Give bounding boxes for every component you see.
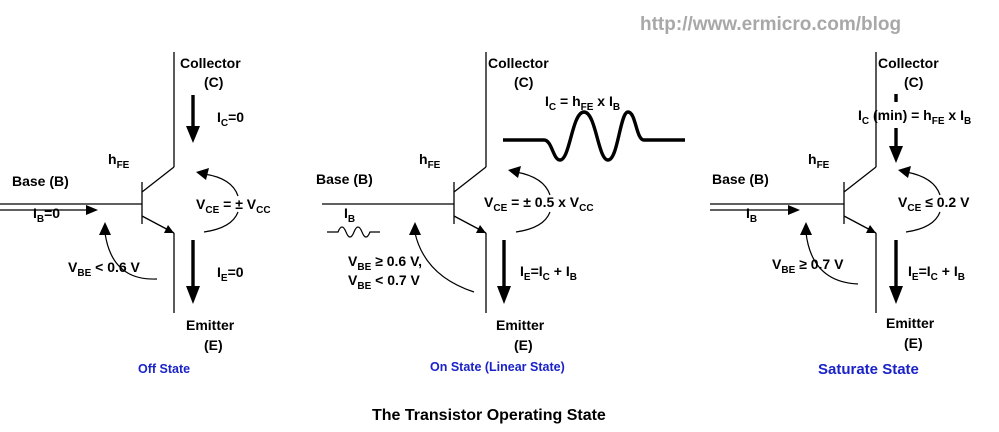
off-state-label: Off State xyxy=(138,362,190,376)
off-vce-arc-low xyxy=(203,211,239,233)
sat-collector-label: Collector xyxy=(878,55,939,71)
on-vbe-arrowhead xyxy=(409,222,421,235)
on-ie-arrowhead xyxy=(497,286,511,304)
sat-collector-short: (C) xyxy=(904,74,923,90)
off-vbe-label: VBE < 0.6 V xyxy=(68,259,141,279)
sat-state-label: Saturate State xyxy=(818,361,919,378)
on-base-label: Base (B) xyxy=(316,171,373,187)
sat-hfe-label: hFE xyxy=(808,151,830,171)
on-vbe-arc xyxy=(414,232,475,293)
on-ic-signal-wave xyxy=(503,110,685,162)
sat-vce-arc-low xyxy=(905,211,941,233)
off-vce-arc xyxy=(203,173,239,197)
sat-vbe-arc xyxy=(805,232,859,285)
off-hfe-label: hFE xyxy=(108,151,130,171)
on-state-panel: Collector (C) IC = hFE x IB hFE Base (B)… xyxy=(316,52,685,374)
on-ib-label: IB xyxy=(344,205,355,225)
on-ib-signal-wave xyxy=(327,226,380,238)
on-emitter-short: (E) xyxy=(514,337,533,353)
off-emitter-short: (E) xyxy=(204,337,223,353)
off-emitter-arrowhead xyxy=(164,225,174,233)
sat-ib-arrowhead xyxy=(788,205,800,215)
sat-vce-arc xyxy=(905,171,941,196)
sat-vce-label: VCE ≤ 0.2 V xyxy=(898,194,970,214)
on-collector-lead xyxy=(453,166,487,193)
on-vce-label: VCE = ± 0.5 x VCC xyxy=(484,194,594,214)
sat-emitter-short: (E) xyxy=(904,335,923,351)
off-ic-label: IC=0 xyxy=(217,109,244,129)
on-ic-formula: IC = hFE x IB xyxy=(545,93,620,113)
sat-ic-arrowhead xyxy=(889,146,903,163)
on-vce-arrowhead xyxy=(508,166,521,178)
on-emitter-label: Emitter xyxy=(496,317,545,333)
source-url: http://www.ermicro.com/blog xyxy=(640,14,901,35)
sat-vbe-arrowhead xyxy=(800,222,812,235)
on-collector-short: (C) xyxy=(514,74,533,90)
on-vce-arc xyxy=(515,171,551,196)
sat-ie-label: IE=IC + IB xyxy=(908,263,965,283)
on-state-label: On State (Linear State) xyxy=(430,360,565,374)
off-ie-arrowhead xyxy=(186,286,200,304)
sat-vbe-label: VBE ≥ 0.7 V xyxy=(772,256,844,276)
off-vbe-arc xyxy=(104,232,158,280)
sat-ie-arrowhead xyxy=(889,286,903,304)
off-ie-label: IE=0 xyxy=(217,264,244,284)
off-emitter-label: Emitter xyxy=(186,317,235,333)
diagram-title: The Transistor Operating State xyxy=(372,407,606,424)
off-collector-lead xyxy=(141,166,175,193)
off-base-label: Base (B) xyxy=(12,173,69,189)
on-vbe-label-1: VBE ≥ 0.6 V, xyxy=(348,253,422,273)
off-ib-label: IB=0 xyxy=(33,205,60,225)
off-vce-label: VCE = ± VCC xyxy=(196,196,271,216)
off-ic-arrowhead xyxy=(186,126,200,143)
off-vbe-arrowhead xyxy=(99,222,111,235)
sat-ib-label: IB xyxy=(746,205,757,225)
sat-collector-lead xyxy=(843,166,877,193)
sat-ic-formula: IC (min) = hFE x IB xyxy=(858,107,971,127)
off-collector-label: Collector xyxy=(180,55,241,71)
saturate-state-panel: Collector (C) IC (min) = hFE x IB hFE Ba… xyxy=(710,52,971,378)
on-hfe-label: hFE xyxy=(419,151,441,171)
off-state-panel: Collector (C) IC=0 hFE Base (B) IB=0 VCE… xyxy=(0,52,271,376)
sat-base-label: Base (B) xyxy=(712,171,769,187)
off-collector-short: (C) xyxy=(204,74,223,90)
on-collector-label: Collector xyxy=(488,55,549,71)
sat-emitter-label: Emitter xyxy=(886,315,935,331)
on-vce-arc-low xyxy=(515,211,551,233)
sat-vce-arrowhead xyxy=(898,166,911,178)
on-ie-label: IE=IC + IB xyxy=(520,263,577,283)
sat-emitter-arrowhead xyxy=(866,225,876,233)
on-emitter-arrowhead xyxy=(476,225,486,233)
off-vce-arrowhead xyxy=(196,168,209,180)
on-vbe-label-2: VBE < 0.7 V xyxy=(348,272,421,292)
off-ib-arrowhead xyxy=(86,205,98,215)
